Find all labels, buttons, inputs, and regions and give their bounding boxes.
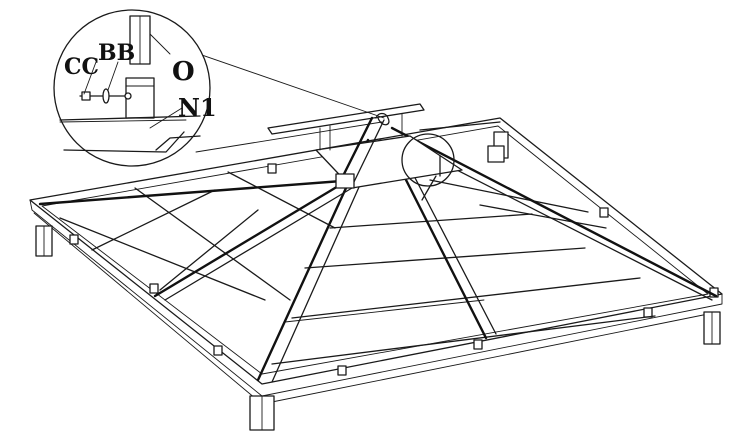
label-cc: CC [64,54,99,80]
magnifier-leader-bottom [195,121,383,153]
post-front [249,395,275,431]
post-right [703,311,721,345]
rail-brackets [69,163,719,376]
ridge-bar [267,103,425,135]
magnified-detail-callout: CC BB O N1 [53,9,217,167]
label-bb: BB [98,40,135,66]
crown-hook [375,112,390,126]
detail-geometry [59,15,201,153]
panel-dividers [91,171,656,365]
label-n1: N1 [178,93,217,122]
corner-posts [35,131,721,431]
label-o: O [172,57,195,87]
detail-target-circle [401,133,455,187]
washer [102,88,110,104]
post-left [35,225,53,257]
crown-assembly [267,103,505,189]
